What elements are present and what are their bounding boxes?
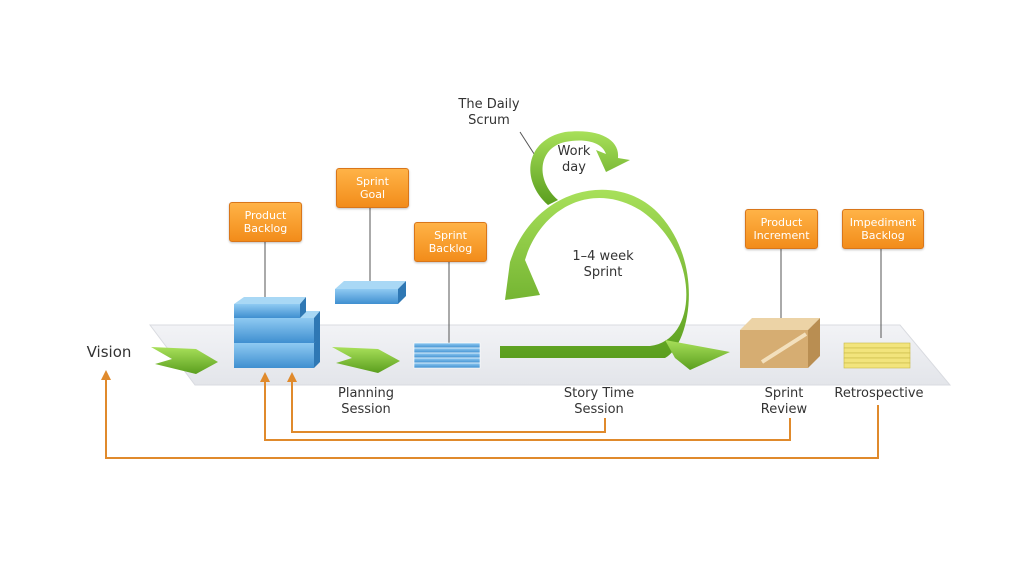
feedback-loops <box>105 378 879 459</box>
product-backlog-stack <box>234 297 320 368</box>
tag-product-backlog: Product Backlog <box>229 202 302 242</box>
feedback-arrowhead <box>260 372 270 382</box>
impediment-stack <box>843 342 911 369</box>
feedback-line-sprint-review <box>264 380 791 441</box>
feedback-line-retrospective <box>105 378 879 459</box>
planning-session-label: Planning Session <box>338 386 394 417</box>
tag-sprint-goal: Sprint Goal <box>336 168 409 208</box>
retrospective-label: Retrospective <box>834 386 924 401</box>
sprint-goal-block <box>335 281 406 304</box>
product-increment-box <box>740 318 820 368</box>
tag-impediment-backlog: Impediment Backlog <box>842 209 924 249</box>
daily-scrum-label: The Daily Scrum <box>458 97 520 128</box>
tag-sprint-backlog: Sprint Backlog <box>414 222 487 262</box>
planning-flow-arrow <box>332 347 400 373</box>
work-day-label: Work day <box>557 144 591 175</box>
vision-label: Vision <box>86 343 132 361</box>
sprint-review-label: Sprint Review <box>760 386 808 417</box>
tag-product-increment: Product Increment <box>745 209 818 249</box>
feedback-arrowhead <box>101 370 111 380</box>
feedback-arrowhead <box>287 372 297 382</box>
sprint-exit-arrowhead <box>665 340 730 370</box>
sprint-backlog-stack <box>413 342 481 369</box>
story-time-session-label: Story Time Session <box>563 386 635 417</box>
feedback-line-story-time <box>291 380 606 433</box>
sprint-duration-label: 1–4 week Sprint <box>572 249 634 280</box>
vision-flow-arrow <box>151 347 218 374</box>
daily-scrum-arc <box>530 131 630 205</box>
